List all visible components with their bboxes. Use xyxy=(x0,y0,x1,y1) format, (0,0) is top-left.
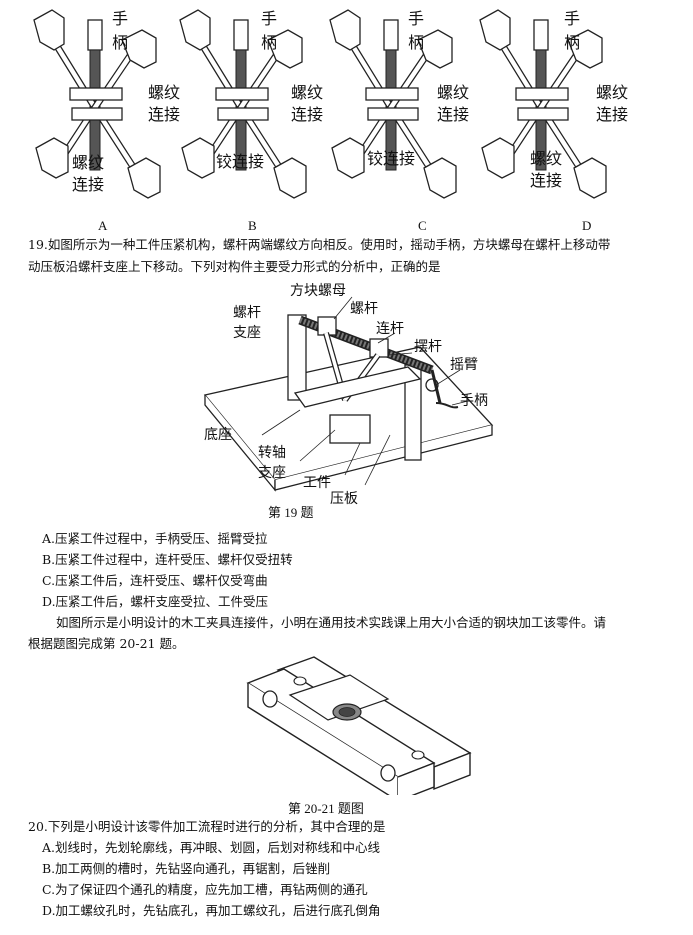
fig-b-label-hinge: 铰连接 xyxy=(216,152,265,171)
fig-a-label-handle-1: 手 xyxy=(112,9,129,28)
q19-label-workpiece: 工件 xyxy=(303,475,331,491)
q19-label-link: 连杆 xyxy=(376,321,404,337)
fig-d-label-thread-2: 螺纹 xyxy=(530,149,563,168)
fig-option-c: C xyxy=(418,218,427,233)
q19-label-plate: 压板 xyxy=(330,491,358,507)
fig-c-label-conn: 连接 xyxy=(437,105,470,124)
q19-label-base: 底座 xyxy=(204,427,232,443)
fig-option-a: A xyxy=(98,218,108,233)
q19-stem-line-2: 动压板沿螺杆支座上下移动。下列对构件主要受力形式的分析中，正确的是 xyxy=(28,259,441,274)
fig-a-label-conn-2: 连接 xyxy=(72,175,105,194)
fig-b-label-handle-1: 手 xyxy=(261,9,278,28)
fig-b-label-handle-2: 柄 xyxy=(261,33,278,52)
fig-c-label-hinge: 铰连接 xyxy=(367,149,416,168)
q19-label-rocker: 摆杆 xyxy=(414,339,442,355)
q20-option-b: B.加工两侧的槽时，先钻竖向通孔，再锯割，后锉削 xyxy=(42,861,331,876)
fig-c-label-handle-2: 柄 xyxy=(408,33,425,52)
q19-label-screw-support-2: 支座 xyxy=(233,325,261,341)
fig-20-21-caption: 第 20-21 题图 xyxy=(288,801,364,816)
fig-c-label-handle-1: 手 xyxy=(408,9,425,28)
fig-d-label-handle-2: 柄 xyxy=(564,33,581,52)
q19-option-b: B.压紧工件过程中，连杆受压、螺杆仅受扭转 xyxy=(42,552,293,567)
fig-a-label-thread-1: 螺纹 xyxy=(148,83,181,102)
q19-label-square-nut: 方块螺母 xyxy=(290,283,346,299)
fig-20-21 xyxy=(246,656,472,795)
fig-b-label-conn: 连接 xyxy=(291,105,324,124)
q19-caption: 第 19 题 xyxy=(268,505,314,520)
q19-label-screw: 螺杆 xyxy=(350,301,378,317)
fig-option-b: B xyxy=(248,218,257,233)
q19-option-a: A.压紧工件过程中，手柄受压、摇臂受拉 xyxy=(42,531,268,546)
intro-line-1: 如图所示是小明设计的木工夹具连接件，小明在通用技术实践课上用大小合适的钢块加工该… xyxy=(56,615,607,630)
q19-label-arm: 摇臂 xyxy=(450,357,478,373)
q19-label-shaft-support-2: 支座 xyxy=(258,465,286,481)
q20-stem: 20.下列是小明设计该零件加工流程时进行的分析，其中合理的是 xyxy=(28,819,386,834)
q19-option-d: D.压紧工件后，螺杆支座受拉、工件受压 xyxy=(42,594,269,609)
q19-label-screw-support-1: 螺杆 xyxy=(233,305,261,321)
q19-option-c: C.压紧工件后，连杆受压、螺杆仅受弯曲 xyxy=(42,573,268,588)
q19-label-handle: 手柄 xyxy=(460,393,488,409)
fig-d-label-thread-1: 螺纹 xyxy=(596,83,629,102)
fig-a-label-thread-2: 螺纹 xyxy=(72,153,105,172)
q20-option-d: D.加工螺纹孔时，先钻底孔，再加工螺纹孔，后进行底孔倒角 xyxy=(42,903,381,918)
fig-a-label-handle-2: 柄 xyxy=(112,33,129,52)
fig-a-label-conn-1: 连接 xyxy=(148,105,181,124)
fig-d-label-conn-1: 连接 xyxy=(596,105,629,124)
q19-stem-line-1: 19.如图所示为一种工件压紧机构，螺杆两端螺纹方向相反。使用时，摇动手柄，方块螺… xyxy=(28,237,611,252)
fig-c-label-thread: 螺纹 xyxy=(437,83,470,102)
fig-b-label-thread: 螺纹 xyxy=(291,83,324,102)
q19-figure xyxy=(203,296,494,492)
q19-label-shaft-support-1: 转轴 xyxy=(258,445,286,461)
q20-option-c: C.为了保证四个通孔的精度，应先加工槽，再钻两侧的通孔 xyxy=(42,882,368,897)
fig-option-d: D xyxy=(582,218,592,233)
intro-line-2: 根据题图完成第 20-21 题。 xyxy=(28,636,185,651)
fig-d-label-conn-2: 连接 xyxy=(530,171,563,190)
fig-d-label-handle-1: 手 xyxy=(564,9,581,28)
q20-option-a: A.划线时，先划轮廓线，再冲眼、划圆，后划对称线和中心线 xyxy=(42,840,381,855)
top-figures xyxy=(0,0,693,235)
